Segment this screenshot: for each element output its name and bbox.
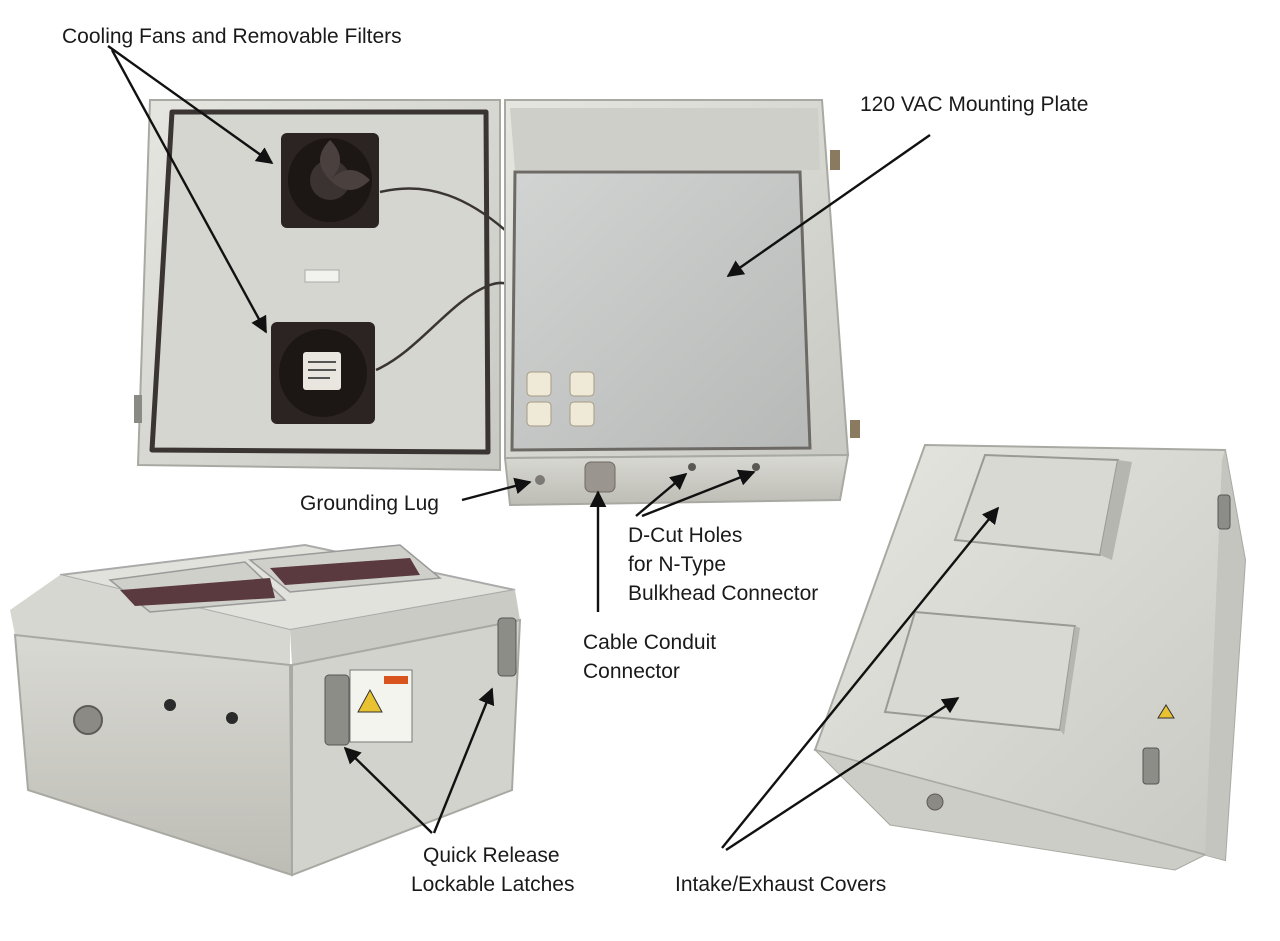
cable-conduit-fitting: [584, 461, 616, 493]
label-cooling-fans: Cooling Fans and Removable Filters: [62, 25, 402, 48]
label-cable-conduit: Cable Conduit Connector: [583, 631, 717, 683]
exhaust-cover: [883, 610, 1077, 732]
d-cut-hole-2: [752, 463, 760, 471]
d-cut-hole-1: [688, 463, 696, 471]
power-outlets: [526, 371, 595, 427]
cooling-fan-bottom: [271, 322, 375, 424]
label-grounding-lug: Grounding Lug: [300, 492, 439, 515]
open-enclosure-body: [503, 99, 860, 507]
cooling-fan-top: [281, 133, 379, 228]
label-quick-release-latches: Quick Release Lockable Latches: [411, 844, 575, 896]
open-enclosure-lid: [134, 99, 501, 472]
label-intake-exhaust-covers: Intake/Exhaust Covers: [675, 873, 887, 896]
closed-enclosure-right: [813, 443, 1247, 871]
callout-arrows: [107, 45, 1000, 852]
label-d-cut-holes: D-Cut Holes for N-Type Bulkhead Connecto…: [628, 524, 819, 605]
lid-label-sticker: [304, 269, 340, 283]
closed-enclosure-left: [10, 543, 522, 877]
grounding-lug: [535, 475, 545, 485]
label-mounting-plate: 120 VAC Mounting Plate: [860, 93, 1089, 116]
mounting-plate: [510, 170, 812, 452]
intake-cover: [953, 453, 1120, 557]
